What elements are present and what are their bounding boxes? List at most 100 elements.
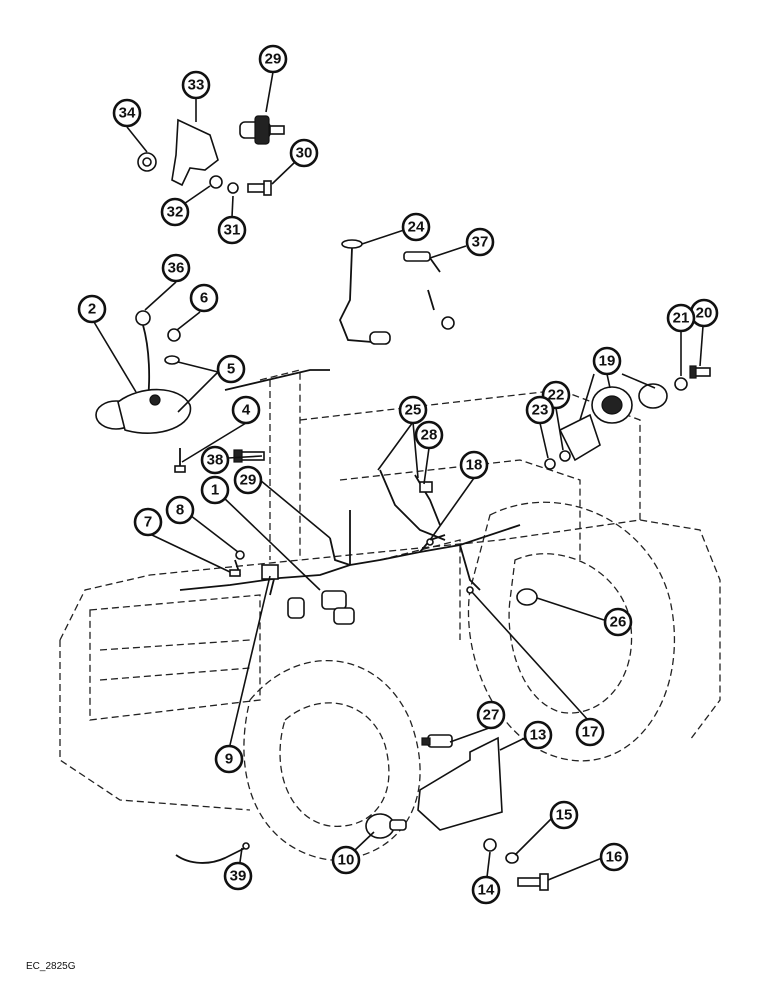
horn-2-icon (95, 388, 192, 434)
switch-27-icon (421, 734, 453, 748)
callout-23: 23 (525, 395, 555, 425)
clip-8-icon (235, 550, 245, 560)
callout-9: 9 (214, 744, 244, 774)
callout-20: 20 (689, 298, 719, 328)
callout-13: 13 (523, 720, 553, 750)
svg-text:22: 22 (548, 387, 565, 404)
svg-text:16: 16 (606, 849, 623, 866)
svg-text:14: 14 (478, 882, 495, 899)
svg-text:13: 13 (530, 727, 547, 744)
svg-text:33: 33 (188, 77, 205, 94)
svg-text:27: 27 (483, 707, 500, 724)
washer-15-icon (505, 852, 519, 864)
callout-17: 17 (575, 717, 605, 747)
svg-text:37: 37 (472, 234, 489, 251)
callout-33: 33 (181, 70, 211, 100)
bolt-4-icon (174, 448, 186, 473)
callout-21: 21 (666, 303, 696, 333)
switch-29-icon (239, 115, 285, 145)
lamp-19-icon (558, 383, 668, 462)
svg-text:2: 2 (88, 301, 96, 318)
tractor-outline (59, 369, 721, 861)
washer-32-icon (209, 175, 223, 189)
cable-37-icon (403, 251, 455, 330)
callout-29-mid: 29 (233, 465, 263, 495)
grommet-26-icon (516, 588, 538, 606)
svg-text:5: 5 (227, 361, 235, 378)
callout-31: 31 (217, 215, 247, 245)
callout-10: 10 (331, 845, 361, 875)
nut-14-icon (483, 838, 497, 852)
svg-text:24: 24 (408, 219, 425, 236)
terminal-36-icon (135, 310, 151, 401)
callout-32: 32 (160, 197, 190, 227)
callout-14: 14 (471, 875, 501, 905)
svg-text:20: 20 (696, 305, 713, 322)
callout-27: 27 (476, 700, 506, 730)
svg-text:19: 19 (599, 353, 616, 370)
callout-39: 39 (223, 861, 253, 891)
nut-6-icon (167, 328, 181, 342)
connector-28-icon (419, 481, 433, 493)
callout-36: 36 (161, 253, 191, 283)
callout-4: 4 (231, 395, 261, 425)
svg-text:31: 31 (224, 222, 241, 239)
lead-39-icon (175, 842, 250, 864)
svg-text:32: 32 (167, 204, 184, 221)
svg-text:8: 8 (176, 502, 184, 519)
svg-text:10: 10 (338, 852, 355, 869)
svg-text:23: 23 (532, 402, 549, 419)
clip-17-icon (466, 586, 474, 594)
callout-8: 8 (165, 495, 195, 525)
callout-29-top: 29 (258, 44, 288, 74)
bracket-33-icon (171, 118, 219, 187)
callout-1: 1 (200, 475, 230, 505)
callout-15: 15 (549, 800, 579, 830)
bolt-30-icon (247, 180, 272, 196)
screw-20-icon (689, 365, 711, 379)
callout-6: 6 (189, 283, 219, 313)
nut-22-icon (559, 450, 571, 462)
svg-text:17: 17 (582, 724, 599, 741)
bolt-16-icon (517, 873, 549, 891)
clip-7-icon (229, 569, 241, 577)
svg-text:29: 29 (240, 472, 257, 489)
sender-24-icon (339, 239, 391, 345)
svg-text:38: 38 (207, 452, 224, 469)
callout-28: 28 (414, 420, 444, 450)
svg-text:36: 36 (168, 260, 185, 277)
lockwasher-31-icon (227, 182, 239, 194)
callout-7: 7 (133, 507, 163, 537)
callout-25: 25 (398, 395, 428, 425)
svg-text:7: 7 (144, 514, 152, 531)
nut-34-icon (137, 152, 157, 172)
bracket-13-icon (417, 736, 503, 831)
svg-text:6: 6 (200, 290, 208, 307)
callout-19: 19 (592, 346, 622, 376)
callout-16: 16 (599, 842, 629, 872)
callout-30: 30 (289, 138, 319, 168)
svg-text:18: 18 (466, 457, 483, 474)
svg-text:1: 1 (211, 482, 219, 499)
callout-24: 24 (401, 212, 431, 242)
washer-5a-icon (164, 355, 180, 365)
wiring-harness (179, 369, 521, 596)
callout-26: 26 (603, 607, 633, 637)
svg-text:9: 9 (225, 751, 233, 768)
svg-text:30: 30 (296, 145, 313, 162)
svg-text:28: 28 (421, 427, 438, 444)
leader-lines (93, 71, 704, 881)
svg-text:34: 34 (119, 105, 136, 122)
callout-2: 2 (77, 294, 107, 324)
svg-text:21: 21 (673, 310, 690, 327)
svg-text:39: 39 (230, 868, 247, 885)
callout-37: 37 (465, 227, 495, 257)
callout-18: 18 (459, 450, 489, 480)
callout-38: 38 (200, 445, 230, 475)
svg-text:29: 29 (265, 51, 282, 68)
callout-34: 34 (112, 98, 142, 128)
callout-circles: 1 2 4 5 6 7 8 9 10 13 14 15 16 17 18 19 … (77, 44, 719, 905)
washer-21-icon (674, 377, 688, 391)
callout-5: 5 (216, 354, 246, 384)
